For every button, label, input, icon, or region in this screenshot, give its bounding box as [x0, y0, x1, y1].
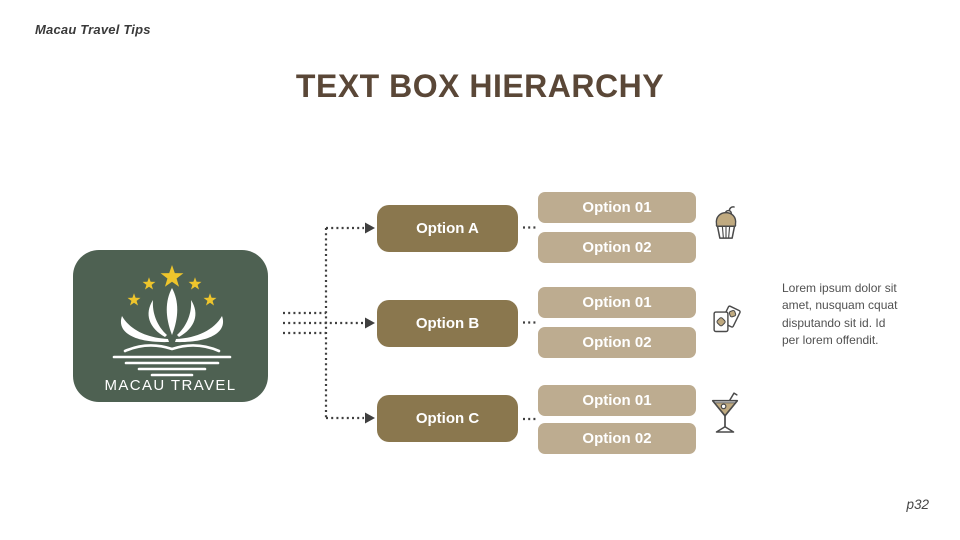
eyebrow-label: Macau Travel Tips	[35, 22, 151, 37]
description-text: Lorem ipsum dolor sit amet, nusquam cqua…	[782, 281, 898, 348]
option-b-button[interactable]: Option B	[377, 300, 518, 347]
option-b-child-1-button[interactable]: Option 01	[538, 287, 696, 318]
option-b-child-2-button[interactable]: Option 02	[538, 327, 696, 358]
lotus-stars-icon	[112, 265, 232, 377]
slide-title: TEXT BOX HIERARCHY	[295, 68, 665, 104]
logo-label: MACAU TRAVEL	[104, 377, 237, 394]
cupcake-icon	[709, 204, 749, 254]
option-a-child-1-button[interactable]: Option 01	[538, 192, 696, 223]
option-a-button[interactable]: Option A	[377, 205, 518, 252]
page-number: p32	[906, 497, 929, 512]
cocktail-icon	[707, 390, 747, 440]
option-c-child-1-button[interactable]: Option 01	[538, 385, 696, 416]
playing-cards-icon	[707, 302, 747, 352]
macau-travel-logo-card[interactable]: MACAU TRAVEL	[73, 250, 268, 402]
option-c-child-2-button[interactable]: Option 02	[538, 423, 696, 454]
option-a-child-2-button[interactable]: Option 02	[538, 232, 696, 263]
option-c-button[interactable]: Option C	[377, 395, 518, 442]
